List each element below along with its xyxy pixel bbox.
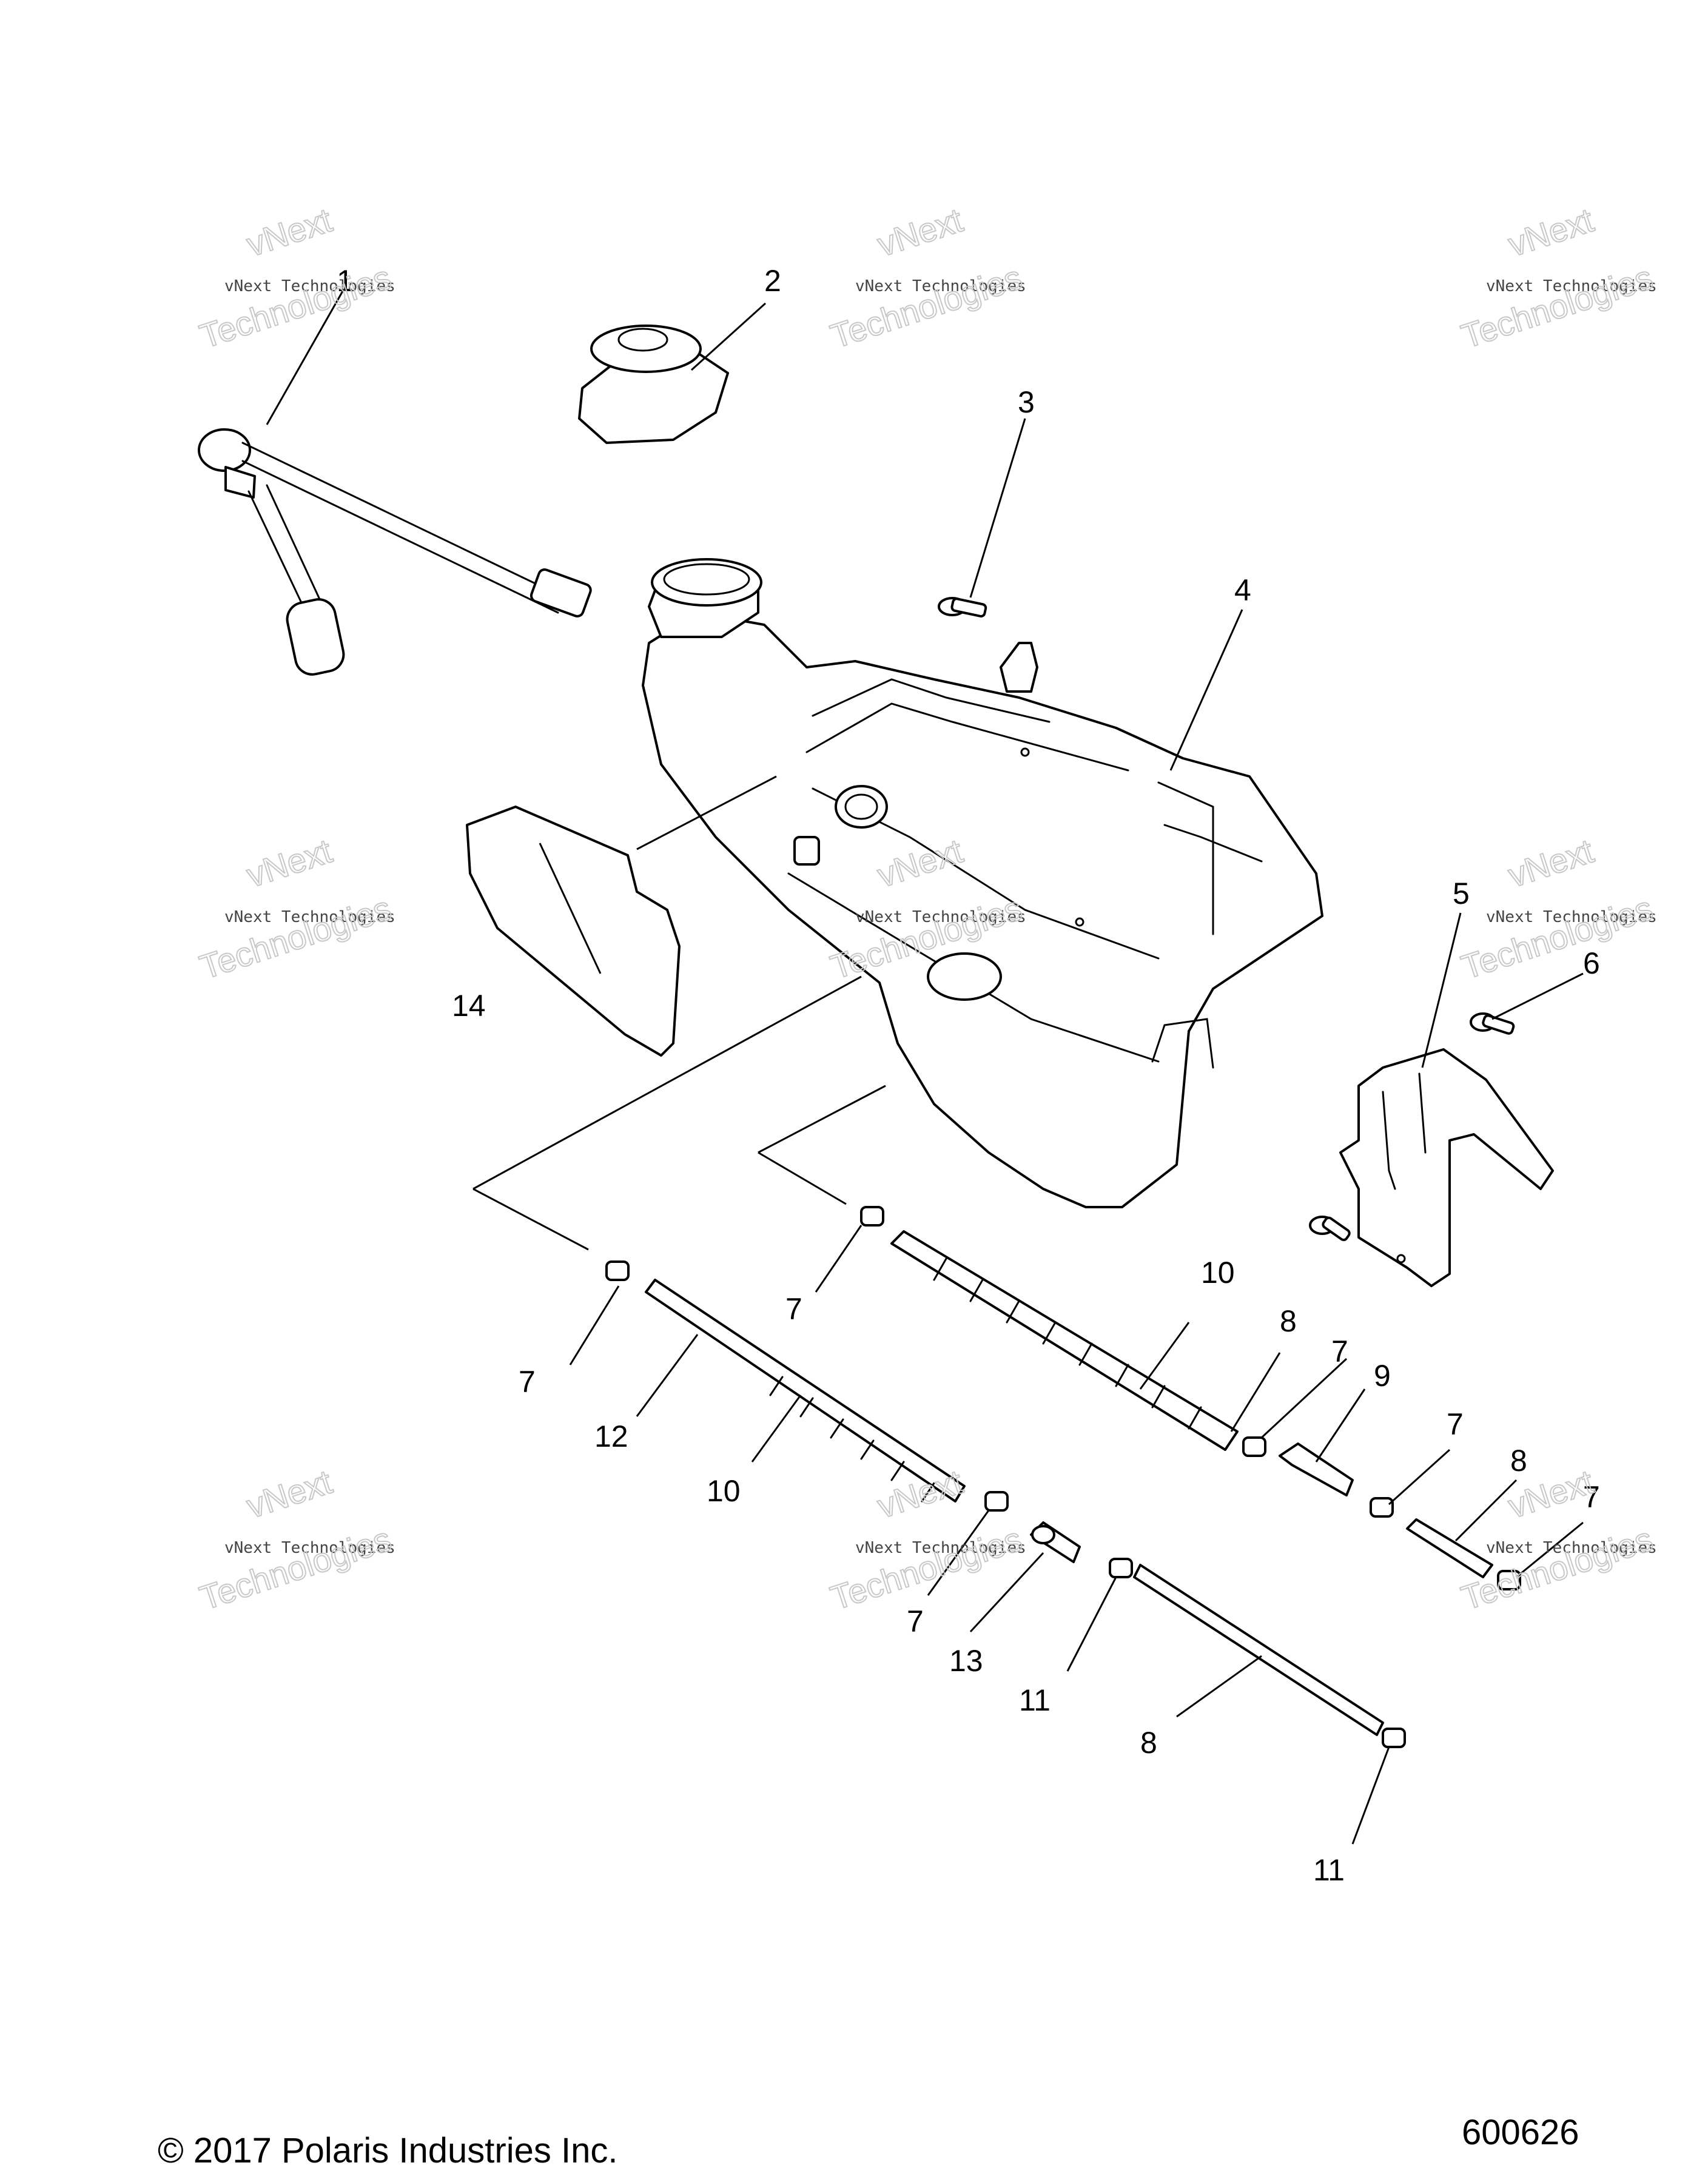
- watermark-7: vNext vNext Technologies Technologies: [195, 1462, 396, 1618]
- hose-8-lower: [1133, 1564, 1384, 1736]
- callout-11-b: 11: [1313, 1853, 1345, 1887]
- callout-9: 9: [1374, 1359, 1391, 1393]
- svg-text:Technologies: Technologies: [195, 258, 395, 355]
- callout-8-c: 8: [1140, 1726, 1157, 1760]
- svg-text:vNext: vNext: [1504, 832, 1598, 895]
- svg-text:vNext Technologies: vNext Technologies: [855, 908, 1026, 926]
- clamps: [605, 1206, 1521, 1748]
- pad-part: [466, 806, 681, 1057]
- callout-2: 2: [764, 264, 781, 298]
- callout-13: 13: [949, 1644, 983, 1678]
- callout-1: 1: [337, 264, 354, 298]
- svg-text:vNext Technologies: vNext Technologies: [855, 1539, 1026, 1557]
- callout-8-b: 8: [1510, 1444, 1527, 1478]
- callout-7-b: 7: [785, 1292, 802, 1326]
- svg-text:vNext Technologies: vNext Technologies: [1486, 1539, 1657, 1557]
- fitting-13: [1030, 1521, 1081, 1563]
- callout-12: 12: [594, 1419, 628, 1453]
- fitting-9: [1279, 1442, 1354, 1496]
- svg-text:vNext: vNext: [873, 201, 967, 264]
- callout-10-a: 10: [707, 1474, 741, 1508]
- watermark-6: vNext vNext Technologies Technologies: [1456, 831, 1658, 987]
- callout-labels: 1 2 3 4 5 6 14 7 7 12 10 10 8 7 9 7 8 7 …: [337, 264, 1600, 1887]
- svg-text:Technologies: Technologies: [195, 1519, 395, 1617]
- screw-part-6: [1470, 1012, 1515, 1035]
- callout-7-f: 7: [907, 1604, 924, 1638]
- bracket-part: [1339, 1048, 1554, 1287]
- watermark-8: vNext vNext Technologies Technologies: [825, 1462, 1027, 1618]
- callout-3: 3: [1018, 385, 1035, 419]
- svg-text:vNext: vNext: [242, 832, 337, 895]
- callout-11-a: 11: [1019, 1683, 1051, 1717]
- callout-7-d: 7: [1447, 1407, 1464, 1441]
- callout-5: 5: [1453, 877, 1470, 910]
- callout-7-a: 7: [519, 1365, 536, 1399]
- svg-text:vNext: vNext: [242, 1462, 337, 1526]
- callout-7-e: 7: [1583, 1480, 1600, 1514]
- callout-7-c: 7: [1331, 1334, 1348, 1368]
- watermark-9: vNext vNext Technologies Technologies: [1456, 1462, 1658, 1618]
- fuel-tank-part: [642, 558, 1323, 1208]
- callout-4: 4: [1234, 573, 1251, 607]
- figure-number: 600626: [1462, 2113, 1579, 2152]
- callout-8-a: 8: [1280, 1304, 1297, 1338]
- callout-14: 14: [452, 989, 486, 1023]
- svg-text:vNext Technologies: vNext Technologies: [1486, 908, 1657, 926]
- watermark-2: vNext vNext Technologies Technologies: [825, 200, 1027, 356]
- fuel-cap-part: [578, 325, 729, 444]
- screw-part-3: [938, 597, 987, 618]
- watermark-4: vNext vNext Technologies Technologies: [195, 831, 396, 987]
- svg-text:vNext Technologies: vNext Technologies: [224, 1539, 395, 1557]
- svg-text:vNext Technologies: vNext Technologies: [224, 277, 395, 295]
- svg-text:Technologies: Technologies: [1457, 258, 1657, 355]
- hose-10-upper: [890, 1230, 1239, 1451]
- watermarks: vNext vNext Technologies Technologies vN…: [195, 200, 1658, 1618]
- watermark-1: vNext vNext Technologies Technologies: [195, 200, 396, 356]
- svg-text:vNext Technologies: vNext Technologies: [224, 908, 395, 926]
- copyright-text: © 2017 Polaris Industries Inc.: [158, 2131, 617, 2170]
- screw-part-bracket: [1309, 1216, 1351, 1242]
- watermark-3: vNext vNext Technologies Technologies: [1456, 200, 1658, 356]
- svg-text:vNext: vNext: [1504, 201, 1598, 264]
- hose-8-right: [1406, 1518, 1493, 1578]
- svg-text:vNext: vNext: [242, 201, 337, 264]
- svg-text:Technologies: Technologies: [826, 258, 1026, 355]
- callout-10-b: 10: [1201, 1256, 1235, 1290]
- hose-12: [645, 1279, 966, 1503]
- svg-text:Technologies: Technologies: [1457, 889, 1657, 986]
- svg-text:Technologies: Technologies: [195, 889, 395, 986]
- leader-lines: [266, 291, 1584, 1845]
- fuel-sender-part: [198, 428, 592, 676]
- svg-text:vNext Technologies: vNext Technologies: [855, 277, 1026, 295]
- svg-text:vNext Technologies: vNext Technologies: [1486, 277, 1657, 295]
- callout-6: 6: [1583, 946, 1600, 980]
